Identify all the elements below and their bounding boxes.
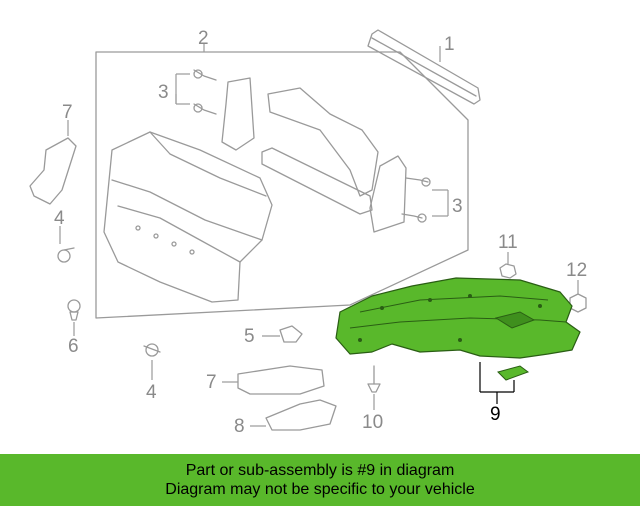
part-12-nut [569, 280, 587, 313]
part-7-bracket-upper [29, 120, 77, 205]
part-5-clip [262, 325, 303, 343]
part-4-clip-bottom [143, 343, 161, 380]
callout-11: 11 [498, 232, 518, 253]
callout-4-left: 4 [54, 208, 65, 229]
info-banner: Part or sub-assembly is #9 in diagram Di… [0, 454, 640, 506]
callout-7-upper: 7 [62, 102, 73, 123]
part-3-bolts [175, 69, 449, 223]
assembly-outline [95, 44, 469, 319]
part-11-nut [499, 252, 517, 279]
parts-diagram: 2 1 3 3 7 4 6 4 5 7 8 10 11 12 9 [29, 28, 587, 437]
part-4-clip-left [57, 226, 75, 263]
callout-2: 2 [198, 28, 209, 49]
callout-5: 5 [244, 326, 255, 347]
part-7-bracket-lower [222, 365, 325, 395]
callout-3-left: 3 [158, 82, 169, 103]
part-1-cross-member [367, 29, 481, 105]
part-6-fastener [67, 299, 81, 336]
banner-line-2: Diagram may not be specific to your vehi… [165, 481, 475, 498]
part-8-shield [250, 399, 337, 431]
part-9-undercover [335, 277, 581, 404]
callout-7-lower: 7 [206, 372, 217, 393]
callout-9: 9 [490, 404, 501, 425]
part-10-pushpin [367, 365, 381, 410]
callout-6: 6 [68, 336, 79, 357]
callout-1: 1 [444, 34, 455, 55]
banner-line-1: Part or sub-assembly is #9 in diagram [185, 462, 455, 479]
callout-10: 10 [362, 412, 383, 433]
callout-4-bottom: 4 [146, 382, 157, 403]
callout-3-right: 3 [452, 196, 463, 217]
part-2-brackets [221, 77, 407, 233]
callout-12: 12 [566, 260, 587, 281]
callout-8: 8 [234, 416, 245, 437]
part-2-front-assembly [103, 131, 273, 303]
